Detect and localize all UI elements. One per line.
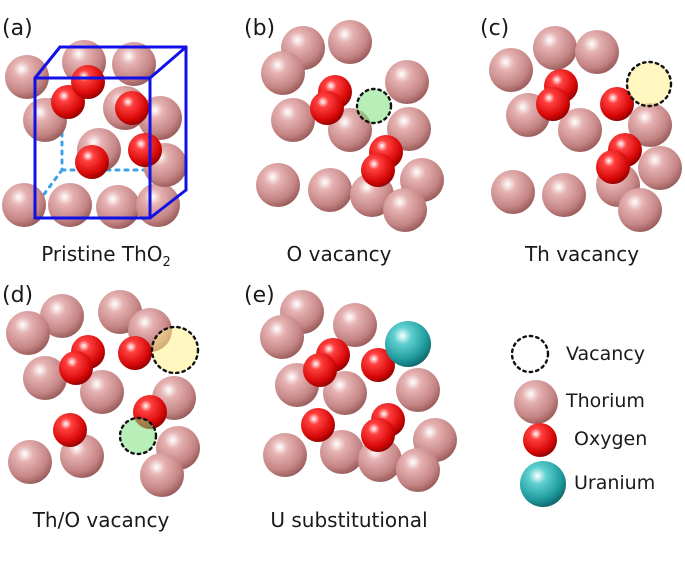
thorium-atom bbox=[638, 146, 682, 190]
oxygen-atom bbox=[301, 408, 335, 442]
thorium-atom bbox=[514, 380, 558, 424]
cell-edge bbox=[33, 45, 62, 80]
thorium-atom bbox=[320, 430, 364, 474]
thorium-atom bbox=[48, 183, 92, 227]
thorium-atom bbox=[8, 440, 52, 484]
oxygen-atom bbox=[361, 348, 395, 382]
thorium-atom bbox=[308, 168, 352, 212]
thorium-atom bbox=[489, 48, 533, 92]
legend-vacancy-icon bbox=[510, 334, 550, 374]
thorium-atom bbox=[136, 183, 180, 227]
thorium-atom bbox=[2, 183, 46, 227]
thorium-atom bbox=[263, 433, 307, 477]
oxygen-atom bbox=[600, 87, 634, 121]
legend-uranium-label: Uranium bbox=[574, 472, 656, 494]
oxygen-atom bbox=[118, 336, 152, 370]
caption-a-subscript: 2 bbox=[162, 255, 171, 270]
oxygen-atom bbox=[115, 91, 149, 125]
thorium-atom bbox=[628, 103, 672, 147]
legend-oxygen-label: Oxygen bbox=[574, 428, 648, 450]
thorium-atom bbox=[271, 98, 315, 142]
thorium-atom bbox=[6, 311, 50, 355]
vacancy-o-marker bbox=[118, 416, 158, 456]
oxygen-atom bbox=[536, 87, 570, 121]
caption-c: Th vacancy bbox=[524, 242, 640, 266]
uranium-atom bbox=[385, 321, 431, 367]
vacancy-th-marker bbox=[150, 325, 200, 375]
thorium-atom bbox=[96, 185, 140, 229]
panel-label-c: (c) bbox=[480, 16, 510, 41]
oxygen-atom bbox=[361, 153, 395, 187]
caption-a-text: Pristine ThO bbox=[41, 242, 163, 266]
oxygen-atom bbox=[596, 150, 630, 184]
thorium-atom bbox=[333, 303, 377, 347]
thorium-atom bbox=[385, 60, 429, 104]
thorium-atom bbox=[112, 42, 156, 86]
caption-b: O vacancy bbox=[286, 242, 392, 266]
thorium-atom bbox=[256, 163, 300, 207]
thorium-atom bbox=[5, 55, 49, 99]
oxygen-atom bbox=[523, 423, 557, 457]
thorium-atom bbox=[558, 108, 602, 152]
vacancy-o-marker bbox=[355, 87, 393, 125]
oxygen-atom bbox=[59, 351, 93, 385]
thorium-atom bbox=[80, 370, 124, 414]
panel-label-b: (b) bbox=[244, 16, 276, 41]
thorium-atom bbox=[323, 371, 367, 415]
thorium-atom bbox=[618, 188, 662, 232]
thorium-atom bbox=[542, 173, 586, 217]
vacancy-th-marker bbox=[625, 60, 673, 108]
panel-label-a: (a) bbox=[2, 16, 33, 41]
caption-d: Th/O vacancy bbox=[32, 508, 170, 532]
panel-label-e: (e) bbox=[244, 283, 275, 308]
thorium-atom bbox=[491, 170, 535, 214]
uranium-atom bbox=[520, 461, 566, 507]
cell-edge bbox=[148, 45, 188, 80]
legend-vacancy-label: Vacancy bbox=[566, 343, 645, 365]
legend-thorium-label: Thorium bbox=[566, 390, 645, 412]
thorium-atom bbox=[396, 448, 440, 492]
cell-edge bbox=[148, 188, 188, 220]
oxygen-atom bbox=[361, 418, 395, 452]
caption-e: U substitutional bbox=[270, 508, 428, 532]
thorium-atom bbox=[575, 30, 619, 74]
thorium-atom bbox=[383, 188, 427, 232]
thorium-atom bbox=[260, 315, 304, 359]
oxygen-atom bbox=[53, 413, 87, 447]
oxygen-atom bbox=[310, 91, 344, 125]
thorium-atom bbox=[140, 453, 184, 497]
thorium-atom bbox=[23, 356, 67, 400]
oxygen-atom bbox=[71, 65, 105, 99]
oxygen-atom bbox=[303, 353, 337, 387]
oxygen-atom bbox=[128, 133, 162, 167]
thorium-atom bbox=[533, 26, 577, 70]
panel-label-d: (d) bbox=[2, 283, 34, 308]
thorium-atom bbox=[396, 368, 440, 412]
thorium-atom bbox=[328, 20, 372, 64]
caption-a: Pristine ThO2 bbox=[41, 244, 171, 269]
thorium-atom bbox=[261, 51, 305, 95]
oxygen-atom bbox=[75, 145, 109, 179]
thorium-atom bbox=[40, 294, 84, 338]
